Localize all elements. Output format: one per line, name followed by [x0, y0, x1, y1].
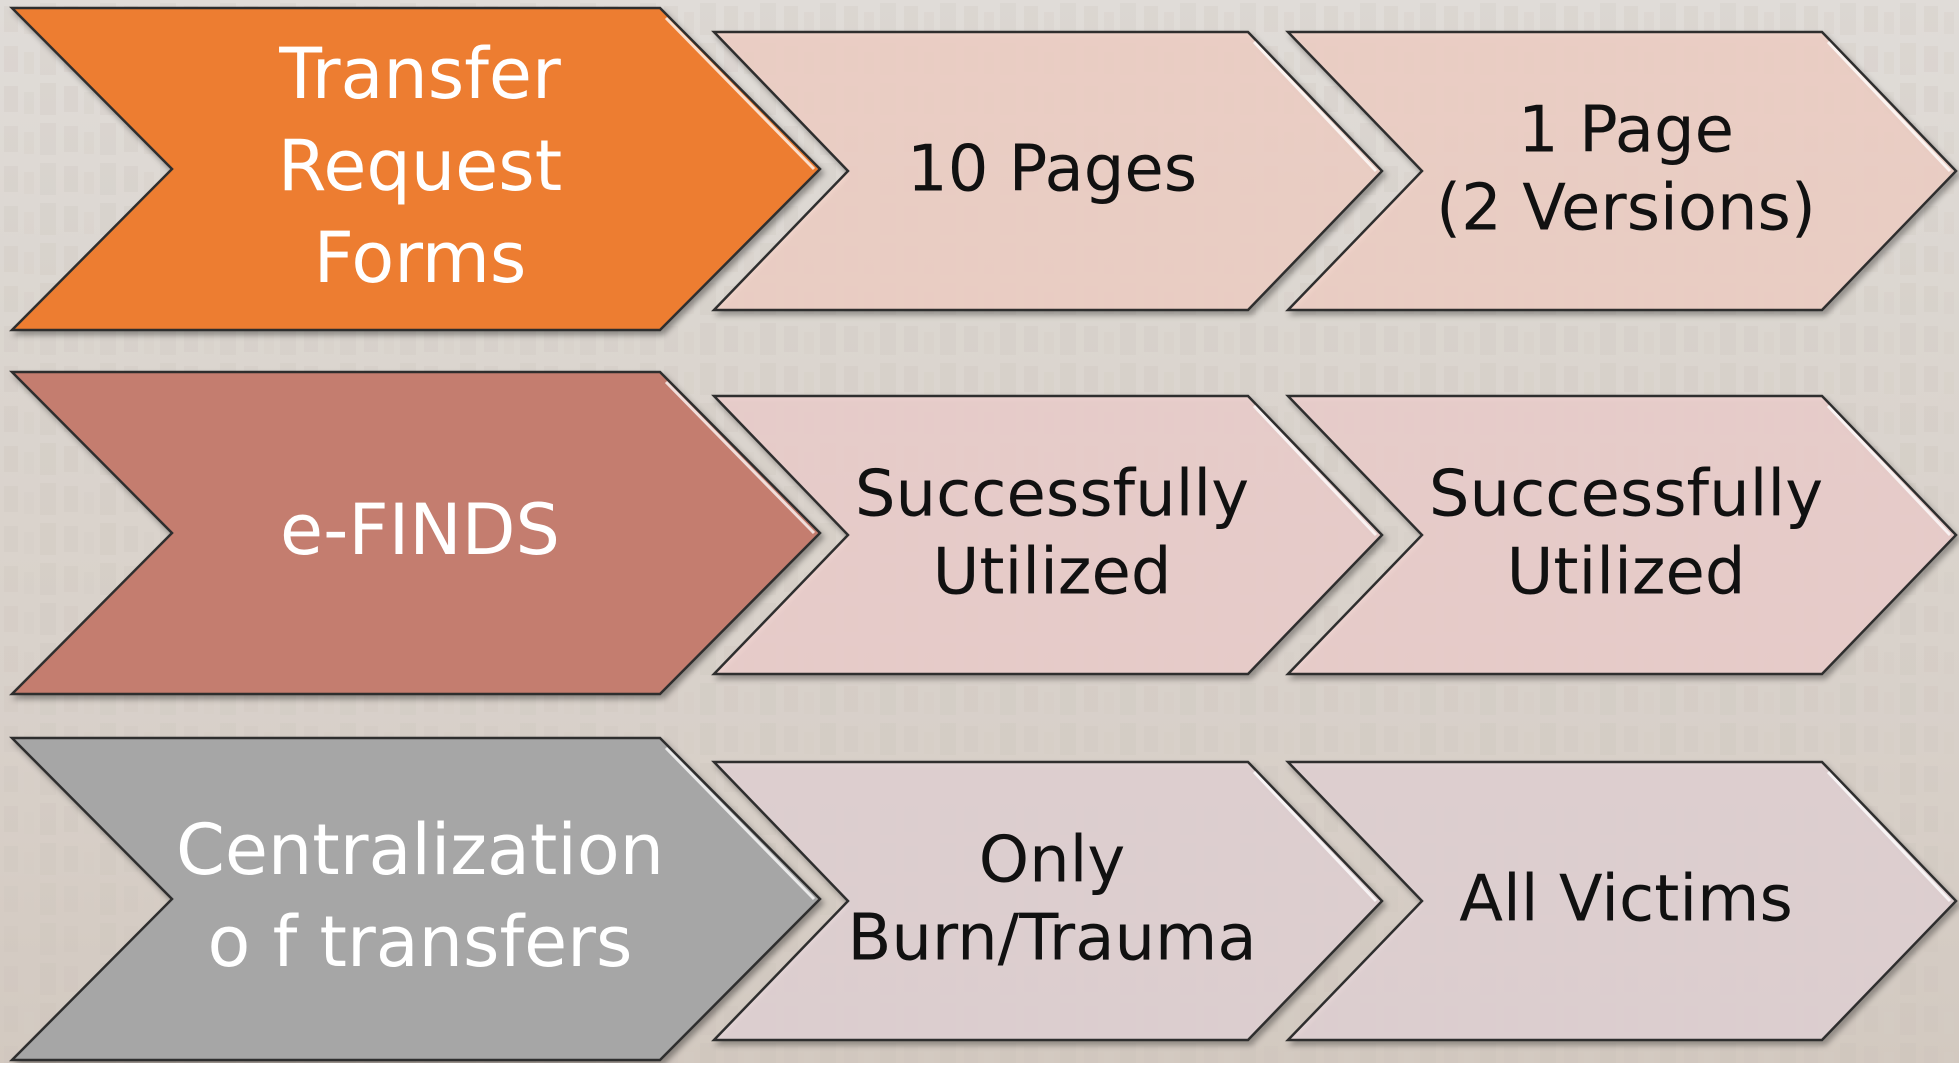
step-chevron-2-centralization-of-transfers — [1285, 760, 1958, 1042]
step-chevron-highlight — [1252, 40, 1378, 173]
main-label-line-1: Centralization — [176, 809, 664, 891]
main-label-line-2: Request — [278, 125, 562, 207]
step-chevron-1-transfer-request-forms — [711, 30, 1384, 312]
step-2-label-line-1: 1 Page — [1518, 94, 1734, 168]
main-chevron-highlight — [664, 16, 816, 171]
main-label-line-1: e-FINDS — [280, 489, 560, 571]
step-chevron-shape — [711, 30, 1384, 312]
step-chevron-shape — [1285, 394, 1958, 676]
step-chevron-highlight — [1252, 770, 1378, 903]
step-2-label-line-2: (2 Versions) — [1436, 172, 1816, 246]
step-2-label-line-1: Successfully — [1429, 458, 1823, 532]
main-chevron-shape — [8, 6, 822, 332]
step-chevron-shape — [711, 760, 1384, 1042]
main-chevron-centralization-of-transfers — [8, 736, 822, 1062]
main-label-line-1: Transfer — [278, 33, 561, 115]
step-chevron-2-transfer-request-forms — [1285, 30, 1958, 312]
step-1-label-line-1: Only — [979, 824, 1126, 898]
step-chevron-highlight — [1252, 404, 1378, 537]
main-chevron-shape — [8, 370, 822, 696]
main-label-line-2: o f transfers — [208, 901, 633, 983]
step-chevron-shape — [711, 394, 1384, 676]
step-chevron-shape — [1285, 30, 1958, 312]
step-chevron-1-e-finds — [711, 394, 1384, 676]
step-2-label-line-2: Utilized — [1507, 536, 1746, 610]
step-1-label-line-2: Utilized — [933, 536, 1172, 610]
main-chevron-shape — [8, 736, 822, 1062]
step-chevron-2-e-finds — [1285, 394, 1958, 676]
step-chevron-1-centralization-of-transfers — [711, 760, 1384, 1042]
main-label-line-3: Forms — [314, 217, 527, 299]
main-chevron-e-finds — [8, 370, 822, 696]
step-chevron-shape — [1285, 760, 1958, 1042]
main-chevron-highlight — [664, 380, 816, 535]
step-1-label-line-1: 10 Pages — [907, 133, 1197, 207]
main-chevron-transfer-request-forms — [8, 6, 822, 332]
step-chevron-highlight — [1826, 40, 1952, 173]
step-1-label-line-1: Successfully — [855, 458, 1249, 532]
step-2-label-line-1: All Victims — [1459, 863, 1793, 937]
step-chevron-highlight — [1826, 770, 1952, 903]
step-chevron-highlight — [1826, 404, 1952, 537]
row-centralization-of-transfers: Centralization o f transfers OnlyBurn/Trau… — [8, 736, 1958, 1062]
main-chevron-highlight — [664, 746, 816, 901]
step-1-label-line-2: Burn/Trauma — [847, 902, 1256, 976]
